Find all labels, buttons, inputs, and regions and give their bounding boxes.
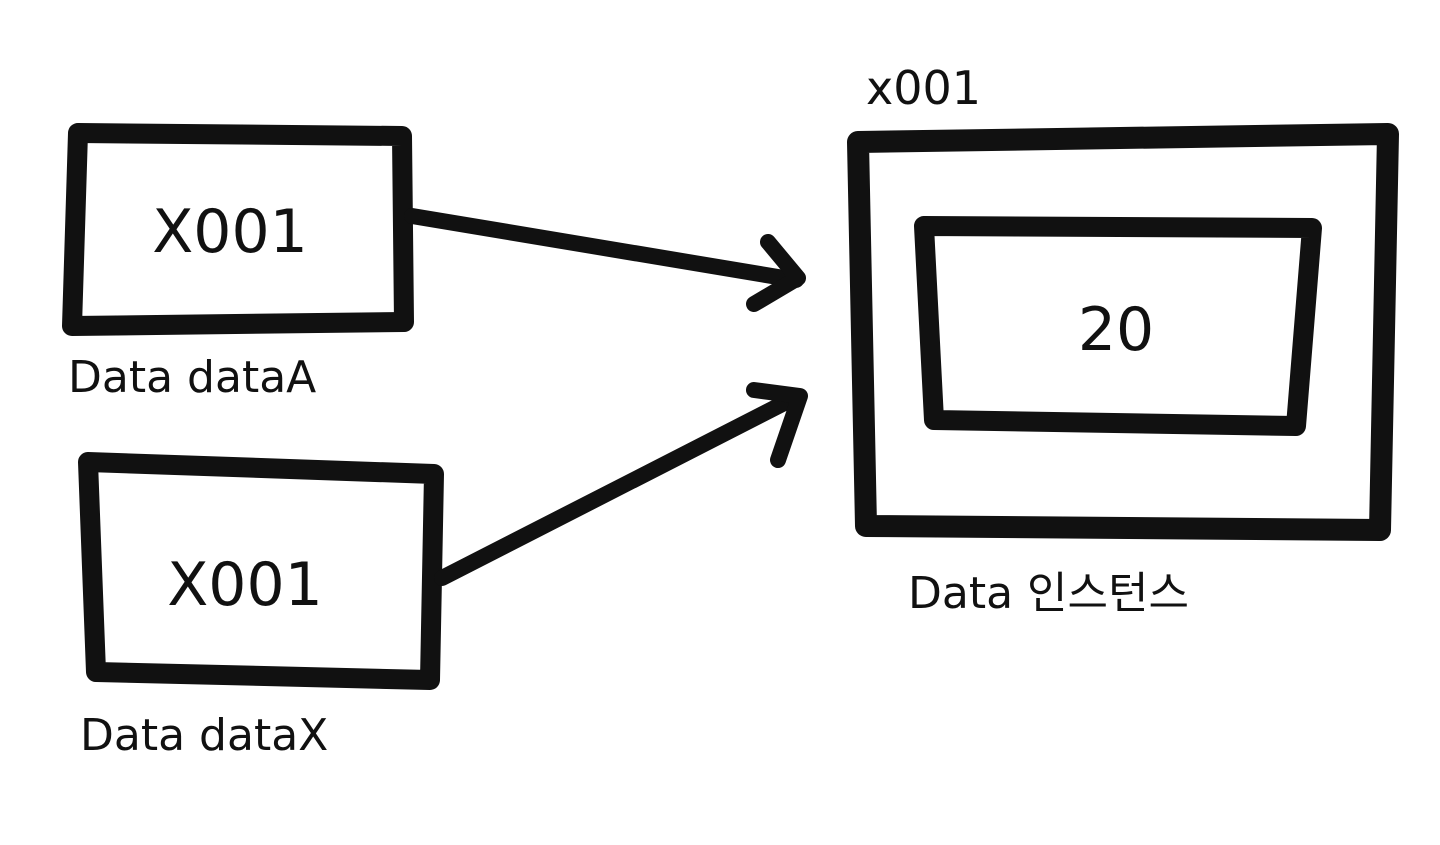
variable-dataX-value: X001 [167,550,323,620]
arrowhead-icon [746,234,806,312]
reference-arrow-dataA [404,208,806,312]
instance-caption: Data 인스턴스 [908,568,1189,619]
variable-dataX: X001 Data dataX [78,452,444,761]
variable-dataX-caption: Data dataX [80,710,328,761]
arrowhead-icon [746,382,808,468]
variable-dataA: X001 Data dataA [62,123,414,403]
data-instance: x001 20 Data 인스턴스 [847,61,1399,619]
variable-dataA-caption: Data dataA [68,352,316,403]
reference-arrow-dataX [434,382,808,586]
variable-dataX-box [78,452,444,690]
instance-field-value: 20 [1078,295,1154,365]
variable-dataA-value: X001 [152,197,308,267]
instance-outer-box [847,123,1399,541]
instance-address: x001 [866,61,981,115]
variable-dataA-box [62,123,414,336]
instance-field-box [914,216,1322,436]
